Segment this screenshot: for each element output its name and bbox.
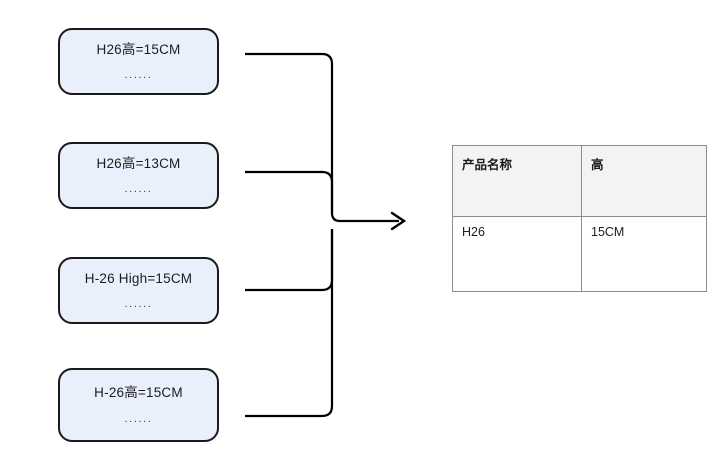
- source-record-box-2[interactable]: H26高=13CM ......: [58, 142, 219, 209]
- cell-height: 15CM: [581, 216, 707, 292]
- source-record-ellipsis-3: ......: [124, 298, 153, 311]
- column-header-product-name: 产品名称: [452, 145, 582, 217]
- source-record-ellipsis-4: ......: [124, 412, 153, 425]
- source-record-text-1: H26高=15CM: [96, 41, 181, 57]
- source-record-text-2: H26高=13CM: [96, 155, 181, 171]
- source-record-box-4[interactable]: H-26高=15CM ......: [58, 368, 219, 442]
- source-record-box-3[interactable]: H-26 High=15CM ......: [58, 257, 219, 324]
- source-record-text-4: H-26高=15CM: [94, 385, 183, 401]
- table-row: H26 15CM: [452, 216, 707, 292]
- source-record-ellipsis-2: ......: [124, 183, 153, 196]
- result-table: 产品名称 高 H26 15CM: [452, 145, 707, 292]
- table-header-row: 产品名称 高: [452, 145, 707, 217]
- arrowhead-icon: [390, 211, 407, 231]
- column-header-height: 高: [581, 145, 707, 217]
- source-record-box-1[interactable]: H26高=15CM ......: [58, 28, 219, 95]
- result-table-header: 产品名称 高: [452, 145, 707, 217]
- result-table-body: H26 15CM: [452, 216, 707, 292]
- cell-product-name: H26: [452, 216, 582, 292]
- source-record-ellipsis-1: ......: [124, 69, 153, 82]
- source-record-text-3: H-26 High=15CM: [84, 270, 193, 286]
